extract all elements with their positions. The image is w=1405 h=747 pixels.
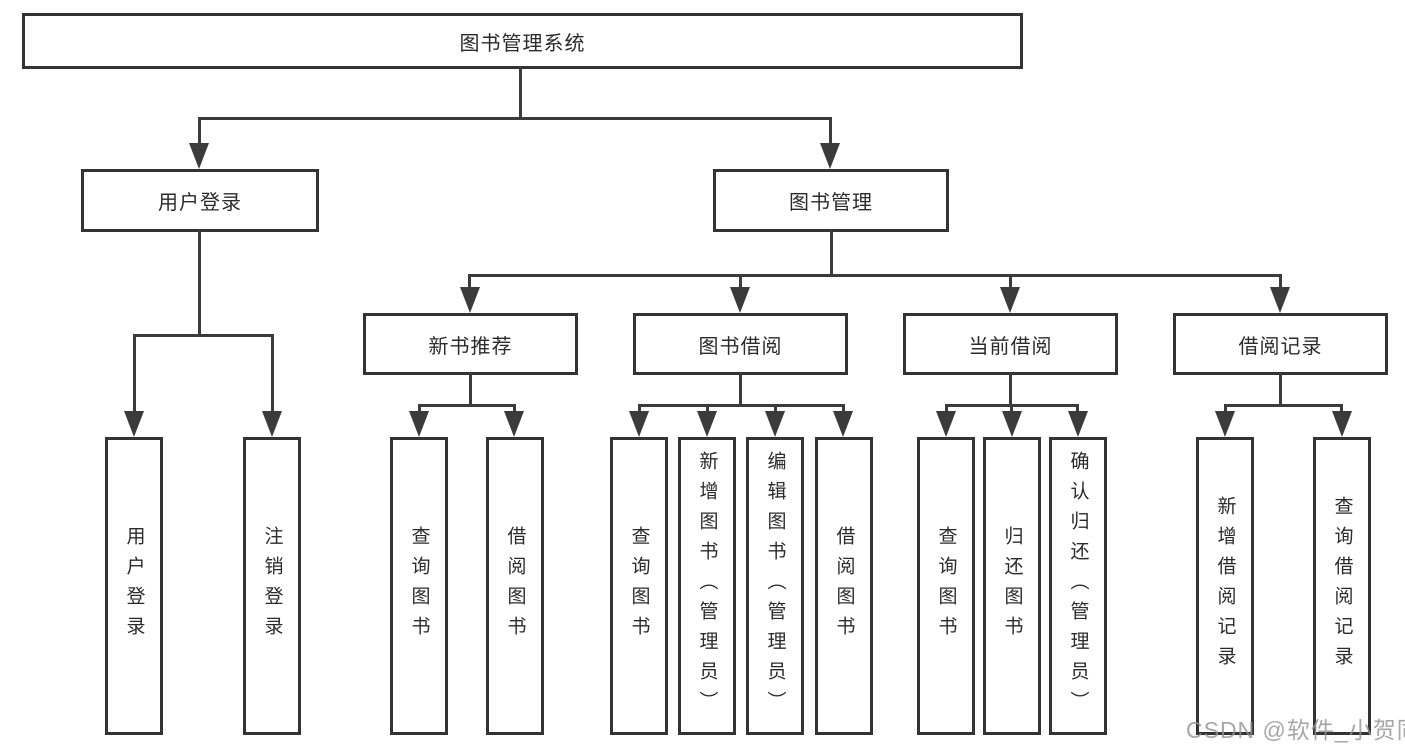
connector-line <box>1009 274 1012 290</box>
connector-line <box>842 404 845 414</box>
leaf-query-borrow-record: 查询借阅记录 <box>1313 437 1371 735</box>
arrow-down-icon <box>820 143 840 169</box>
connector-line <box>830 229 833 277</box>
connector-line <box>418 404 421 414</box>
leaf-add-borrow-record: 新增借阅记录 <box>1196 437 1254 735</box>
arrow-down-icon <box>189 143 209 169</box>
arrow-down-icon <box>1215 411 1235 437</box>
connector-line <box>468 274 471 290</box>
arrow-down-icon <box>730 287 750 313</box>
connector-line <box>829 117 832 145</box>
leaf-logout: 注销登录 <box>243 437 301 735</box>
connector-line <box>519 66 522 118</box>
leaf-logout-label: 注销登录 <box>261 526 283 646</box>
connector-line <box>418 404 516 407</box>
arrow-down-icon <box>1270 287 1290 313</box>
connector-line <box>513 404 516 414</box>
leaf-confirm-return-admin: 确认归还（管理员） <box>1049 437 1107 735</box>
connector-line <box>1224 404 1227 414</box>
node-current-borrow: 当前借阅 <box>903 313 1118 375</box>
node-root-label: 图书管理系统 <box>459 32 586 55</box>
arrow-down-icon <box>697 411 717 437</box>
connector-line <box>468 274 1282 277</box>
leaf-edit-books-admin-label: 编辑图书（管理员） <box>764 451 786 721</box>
leaf-query-books-1-label: 查询图书 <box>408 526 430 646</box>
leaf-query-books-3: 查询图书 <box>917 437 975 735</box>
connector-line <box>638 404 641 414</box>
leaf-borrow-books-2-label: 借阅图书 <box>833 526 855 646</box>
connector-line <box>1224 404 1343 407</box>
connector-line <box>271 334 274 413</box>
connector-line <box>1076 404 1079 414</box>
node-new-book-recommend: 新书推荐 <box>363 313 578 375</box>
arrow-down-icon <box>262 411 282 437</box>
leaf-query-books-2-label: 查询图书 <box>628 526 650 646</box>
arrow-down-icon <box>124 411 144 437</box>
connector-line <box>198 117 832 120</box>
leaf-confirm-return-admin-label: 确认归还（管理员） <box>1067 451 1089 721</box>
node-book-management-label: 图书管理 <box>789 192 873 214</box>
leaf-add-books-admin-label: 新增图书（管理员） <box>696 451 718 721</box>
leaf-query-borrow-record-label: 查询借阅记录 <box>1331 496 1353 676</box>
node-root: 图书管理系统 <box>22 13 1023 69</box>
leaf-edit-books-admin: 编辑图书（管理员） <box>746 437 804 735</box>
connector-line <box>133 334 273 337</box>
leaf-return-books-label: 归还图书 <box>1001 526 1023 646</box>
arrow-down-icon <box>1000 287 1020 313</box>
connector-line <box>469 372 472 407</box>
node-borrow-records: 借阅记录 <box>1173 313 1388 375</box>
connector-line <box>133 334 136 413</box>
arrow-down-icon <box>765 411 785 437</box>
node-user-login: 用户登录 <box>81 169 319 232</box>
node-book-management: 图书管理 <box>713 169 949 232</box>
connector-line <box>1340 404 1343 414</box>
arrow-down-icon <box>1332 411 1352 437</box>
connector-line <box>706 404 709 414</box>
node-current-borrow-label: 当前借阅 <box>968 335 1053 358</box>
arrow-down-icon <box>409 411 429 437</box>
leaf-borrow-books-1: 借阅图书 <box>486 437 544 735</box>
arrow-down-icon <box>1002 411 1022 437</box>
leaf-query-books-3-label: 查询图书 <box>935 526 957 646</box>
arrow-down-icon <box>833 411 853 437</box>
node-book-borrow: 图书借阅 <box>633 313 848 375</box>
connector-line <box>1009 372 1012 407</box>
connector-line <box>1010 404 1013 414</box>
connector-line <box>774 404 777 414</box>
leaf-add-books-admin: 新增图书（管理员） <box>678 437 736 735</box>
csdn-watermark: CSDN @软件_小贺同学 <box>1186 717 1405 743</box>
leaf-return-books: 归还图书 <box>983 437 1041 735</box>
leaf-add-borrow-record-label: 新增借阅记录 <box>1214 496 1236 676</box>
connector-line <box>739 372 742 407</box>
node-book-borrow-label: 图书借阅 <box>698 335 783 358</box>
arrow-down-icon <box>1068 411 1088 437</box>
node-user-login-label: 用户登录 <box>158 192 242 214</box>
leaf-borrow-books-1-label: 借阅图书 <box>504 526 526 646</box>
arrow-down-icon <box>460 287 480 313</box>
arrow-down-icon <box>629 411 649 437</box>
node-borrow-records-label: 借阅记录 <box>1238 335 1323 358</box>
leaf-borrow-books-2: 借阅图书 <box>815 437 873 735</box>
connector-line <box>198 117 201 145</box>
leaf-user-login: 用户登录 <box>105 437 163 735</box>
connector-line <box>945 404 948 414</box>
leaf-user-login-label: 用户登录 <box>123 526 145 646</box>
arrow-down-icon <box>936 411 956 437</box>
node-new-book-recommend-label: 新书推荐 <box>428 335 513 358</box>
connector-line <box>739 274 742 290</box>
connector-line <box>198 229 201 337</box>
leaf-query-books-2: 查询图书 <box>610 437 668 735</box>
connector-line <box>1279 372 1282 407</box>
connector-line <box>1279 274 1282 290</box>
arrow-down-icon <box>504 411 524 437</box>
leaf-query-books-1: 查询图书 <box>390 437 448 735</box>
connector-line <box>638 404 845 407</box>
